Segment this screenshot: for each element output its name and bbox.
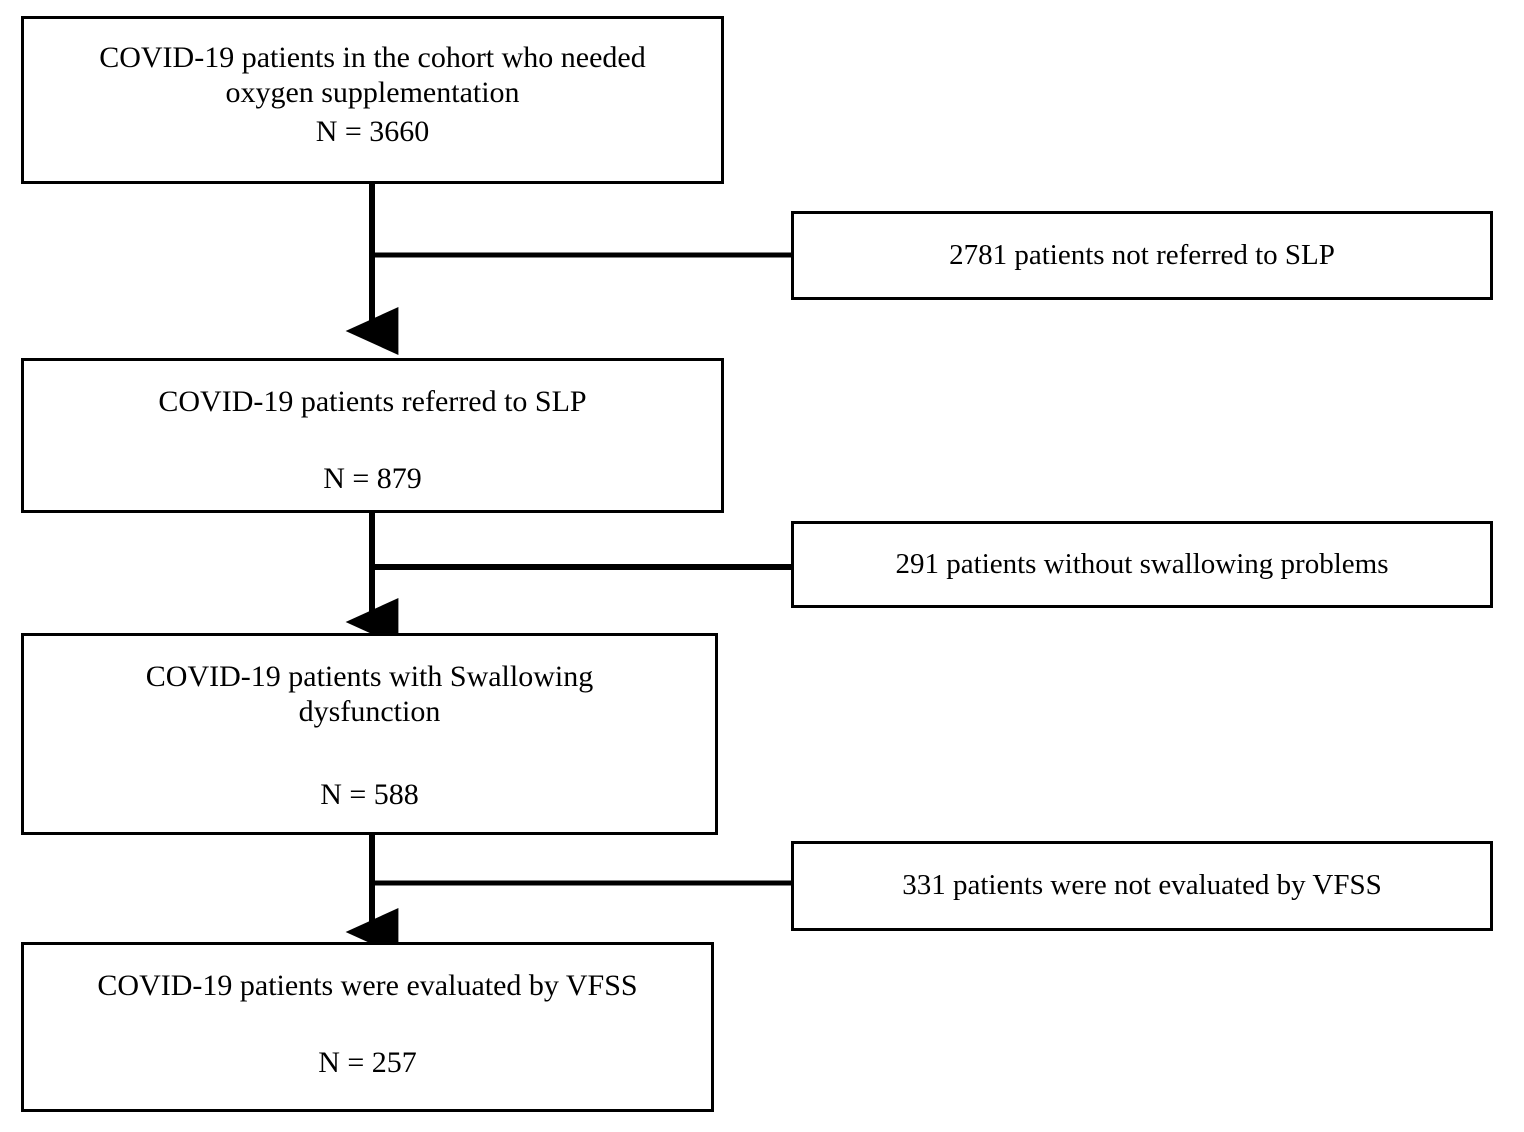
node-exclusion-not-referred-slp: 2781 patients not referred to SLP	[791, 211, 1493, 300]
connector-referred-to-dysfunction	[345, 513, 791, 647]
node-evaluated-by-vfss: COVID-19 patients were evaluated by VFSS…	[21, 942, 714, 1112]
node-cohort-oxygen-supplementation: COVID-19 patients in the cohort who need…	[21, 16, 724, 184]
node-cohort-line1: COVID-19 patients in the cohort who need…	[99, 41, 646, 74]
node-vfss-count: N = 257	[318, 1045, 417, 1079]
node-referred-count: N = 879	[323, 461, 422, 495]
node-cohort-count: N = 3660	[315, 114, 430, 148]
node-dysfunction-count: N = 588	[320, 777, 419, 811]
node-swallowing-dysfunction: COVID-19 patients with Swallowing dysfun…	[21, 633, 718, 835]
node-referred-to-slp: COVID-19 patients referred to SLP N = 87…	[21, 358, 724, 513]
connector-cohort-to-referred	[345, 184, 791, 356]
node-exclusion-not-evaluated-vfss-label: 331 patients were not evaluated by VFSS	[902, 869, 1382, 902]
node-exclusion-no-swallowing-problems-label: 291 patients without swallowing problems	[895, 547, 1389, 580]
node-dysfunction-line1: COVID-19 patients with Swallowing	[145, 660, 594, 693]
node-referred-line1: COVID-19 patients referred to SLP	[158, 385, 587, 418]
node-cohort-line2: oxygen supplementation	[225, 75, 520, 109]
node-exclusion-not-evaluated-vfss: 331 patients were not evaluated by VFSS	[791, 841, 1493, 931]
node-vfss-line1: COVID-19 patients were evaluated by VFSS	[97, 969, 638, 1002]
node-exclusion-not-referred-slp-label: 2781 patients not referred to SLP	[949, 238, 1335, 271]
node-exclusion-no-swallowing-problems: 291 patients without swallowing problems	[791, 521, 1493, 608]
connector-dysfunction-to-vfss	[345, 835, 791, 957]
node-dysfunction-line2: dysfunction	[298, 694, 441, 728]
